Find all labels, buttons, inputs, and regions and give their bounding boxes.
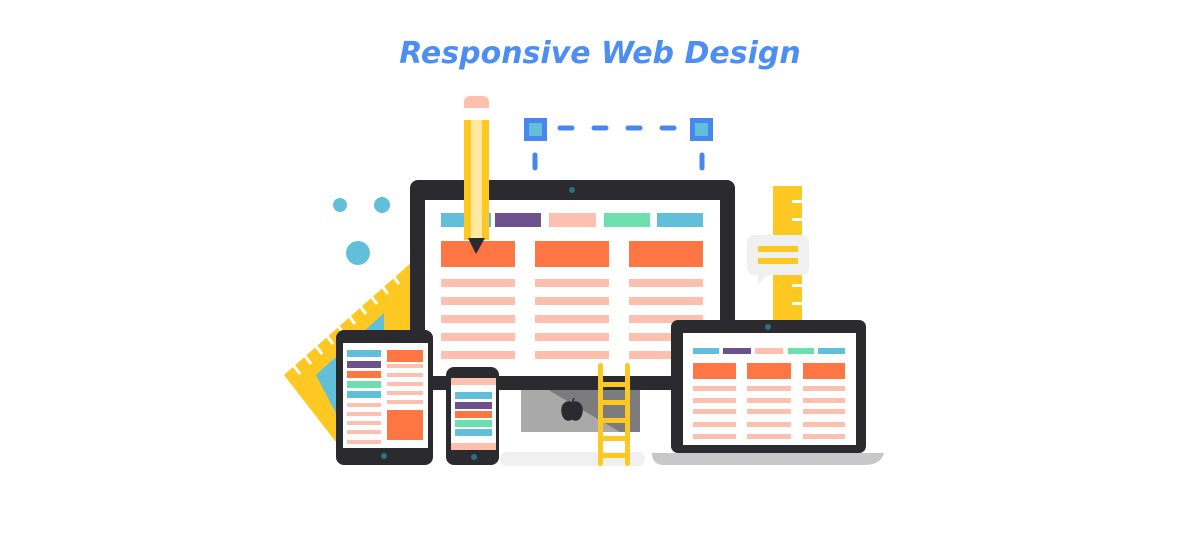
laptop-device (652, 320, 884, 465)
apple-logo-icon (561, 397, 583, 421)
pencil-icon (464, 96, 489, 254)
desktop-monitor (410, 180, 735, 466)
selection-handles-icon (524, 118, 713, 171)
ladder-icon (598, 363, 630, 466)
tablet-device (336, 330, 433, 465)
speech-bubble-icon (747, 235, 809, 285)
decorative-dots (333, 197, 390, 265)
page-title: Responsive Web Design (399, 36, 801, 71)
phone-device (446, 367, 499, 465)
